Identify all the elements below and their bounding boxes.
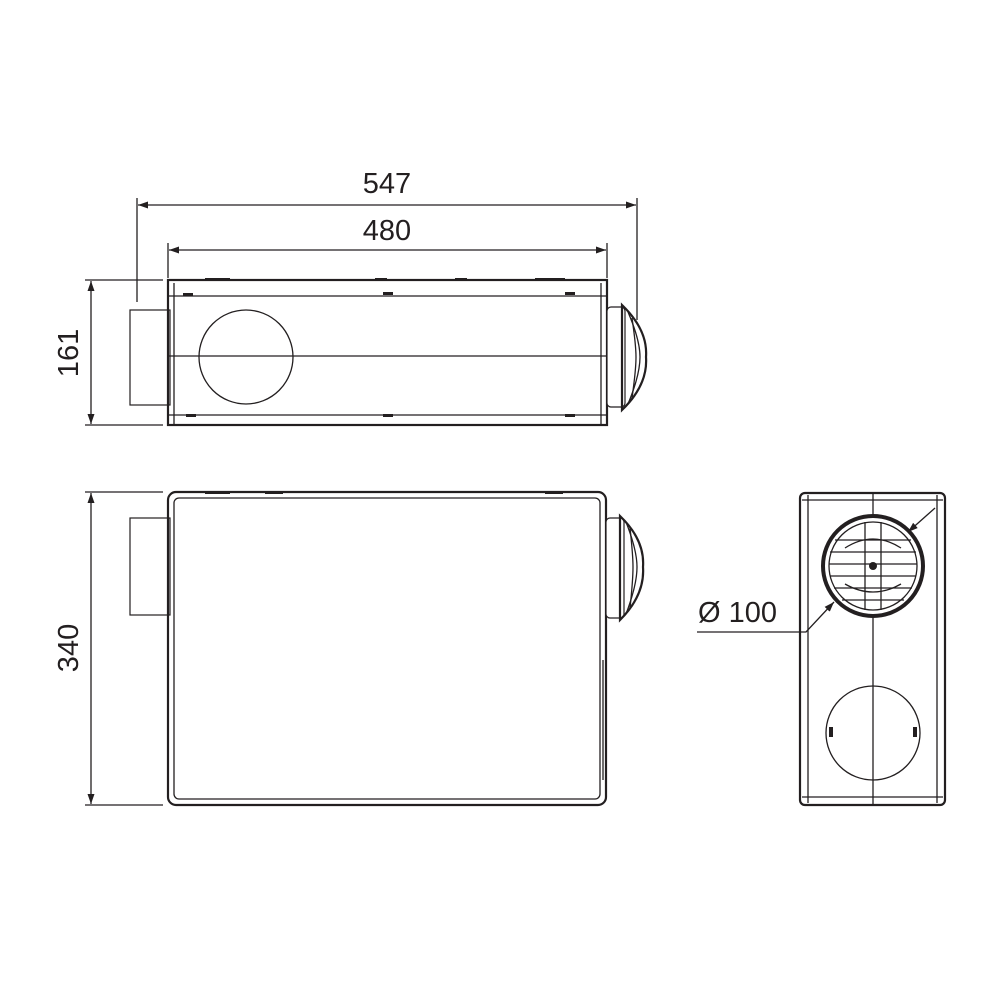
duct-opening-circle <box>825 685 921 781</box>
dimension-547: 547 <box>136 168 638 320</box>
duct-opening-circle <box>198 309 294 405</box>
side-elevation-view <box>129 278 648 427</box>
end-view: Ø 100 <box>697 491 947 807</box>
dimension-480: 480 <box>167 215 608 278</box>
dimension-label-overall-length: 547 <box>363 168 411 200</box>
ventilation-grille-icon <box>821 514 925 618</box>
dimension-label-duct-diameter: Ø 100 <box>698 597 777 629</box>
grille-plan-icon <box>605 513 645 623</box>
dimension-161: 161 <box>53 279 163 426</box>
plan-view <box>129 490 645 807</box>
dimension-label-depth: 340 <box>53 624 85 672</box>
dimension-label-height: 161 <box>53 329 85 377</box>
dimension-label-body-length: 480 <box>363 215 411 247</box>
dimension-340: 340 <box>53 491 163 806</box>
grille-side-icon <box>606 302 648 413</box>
